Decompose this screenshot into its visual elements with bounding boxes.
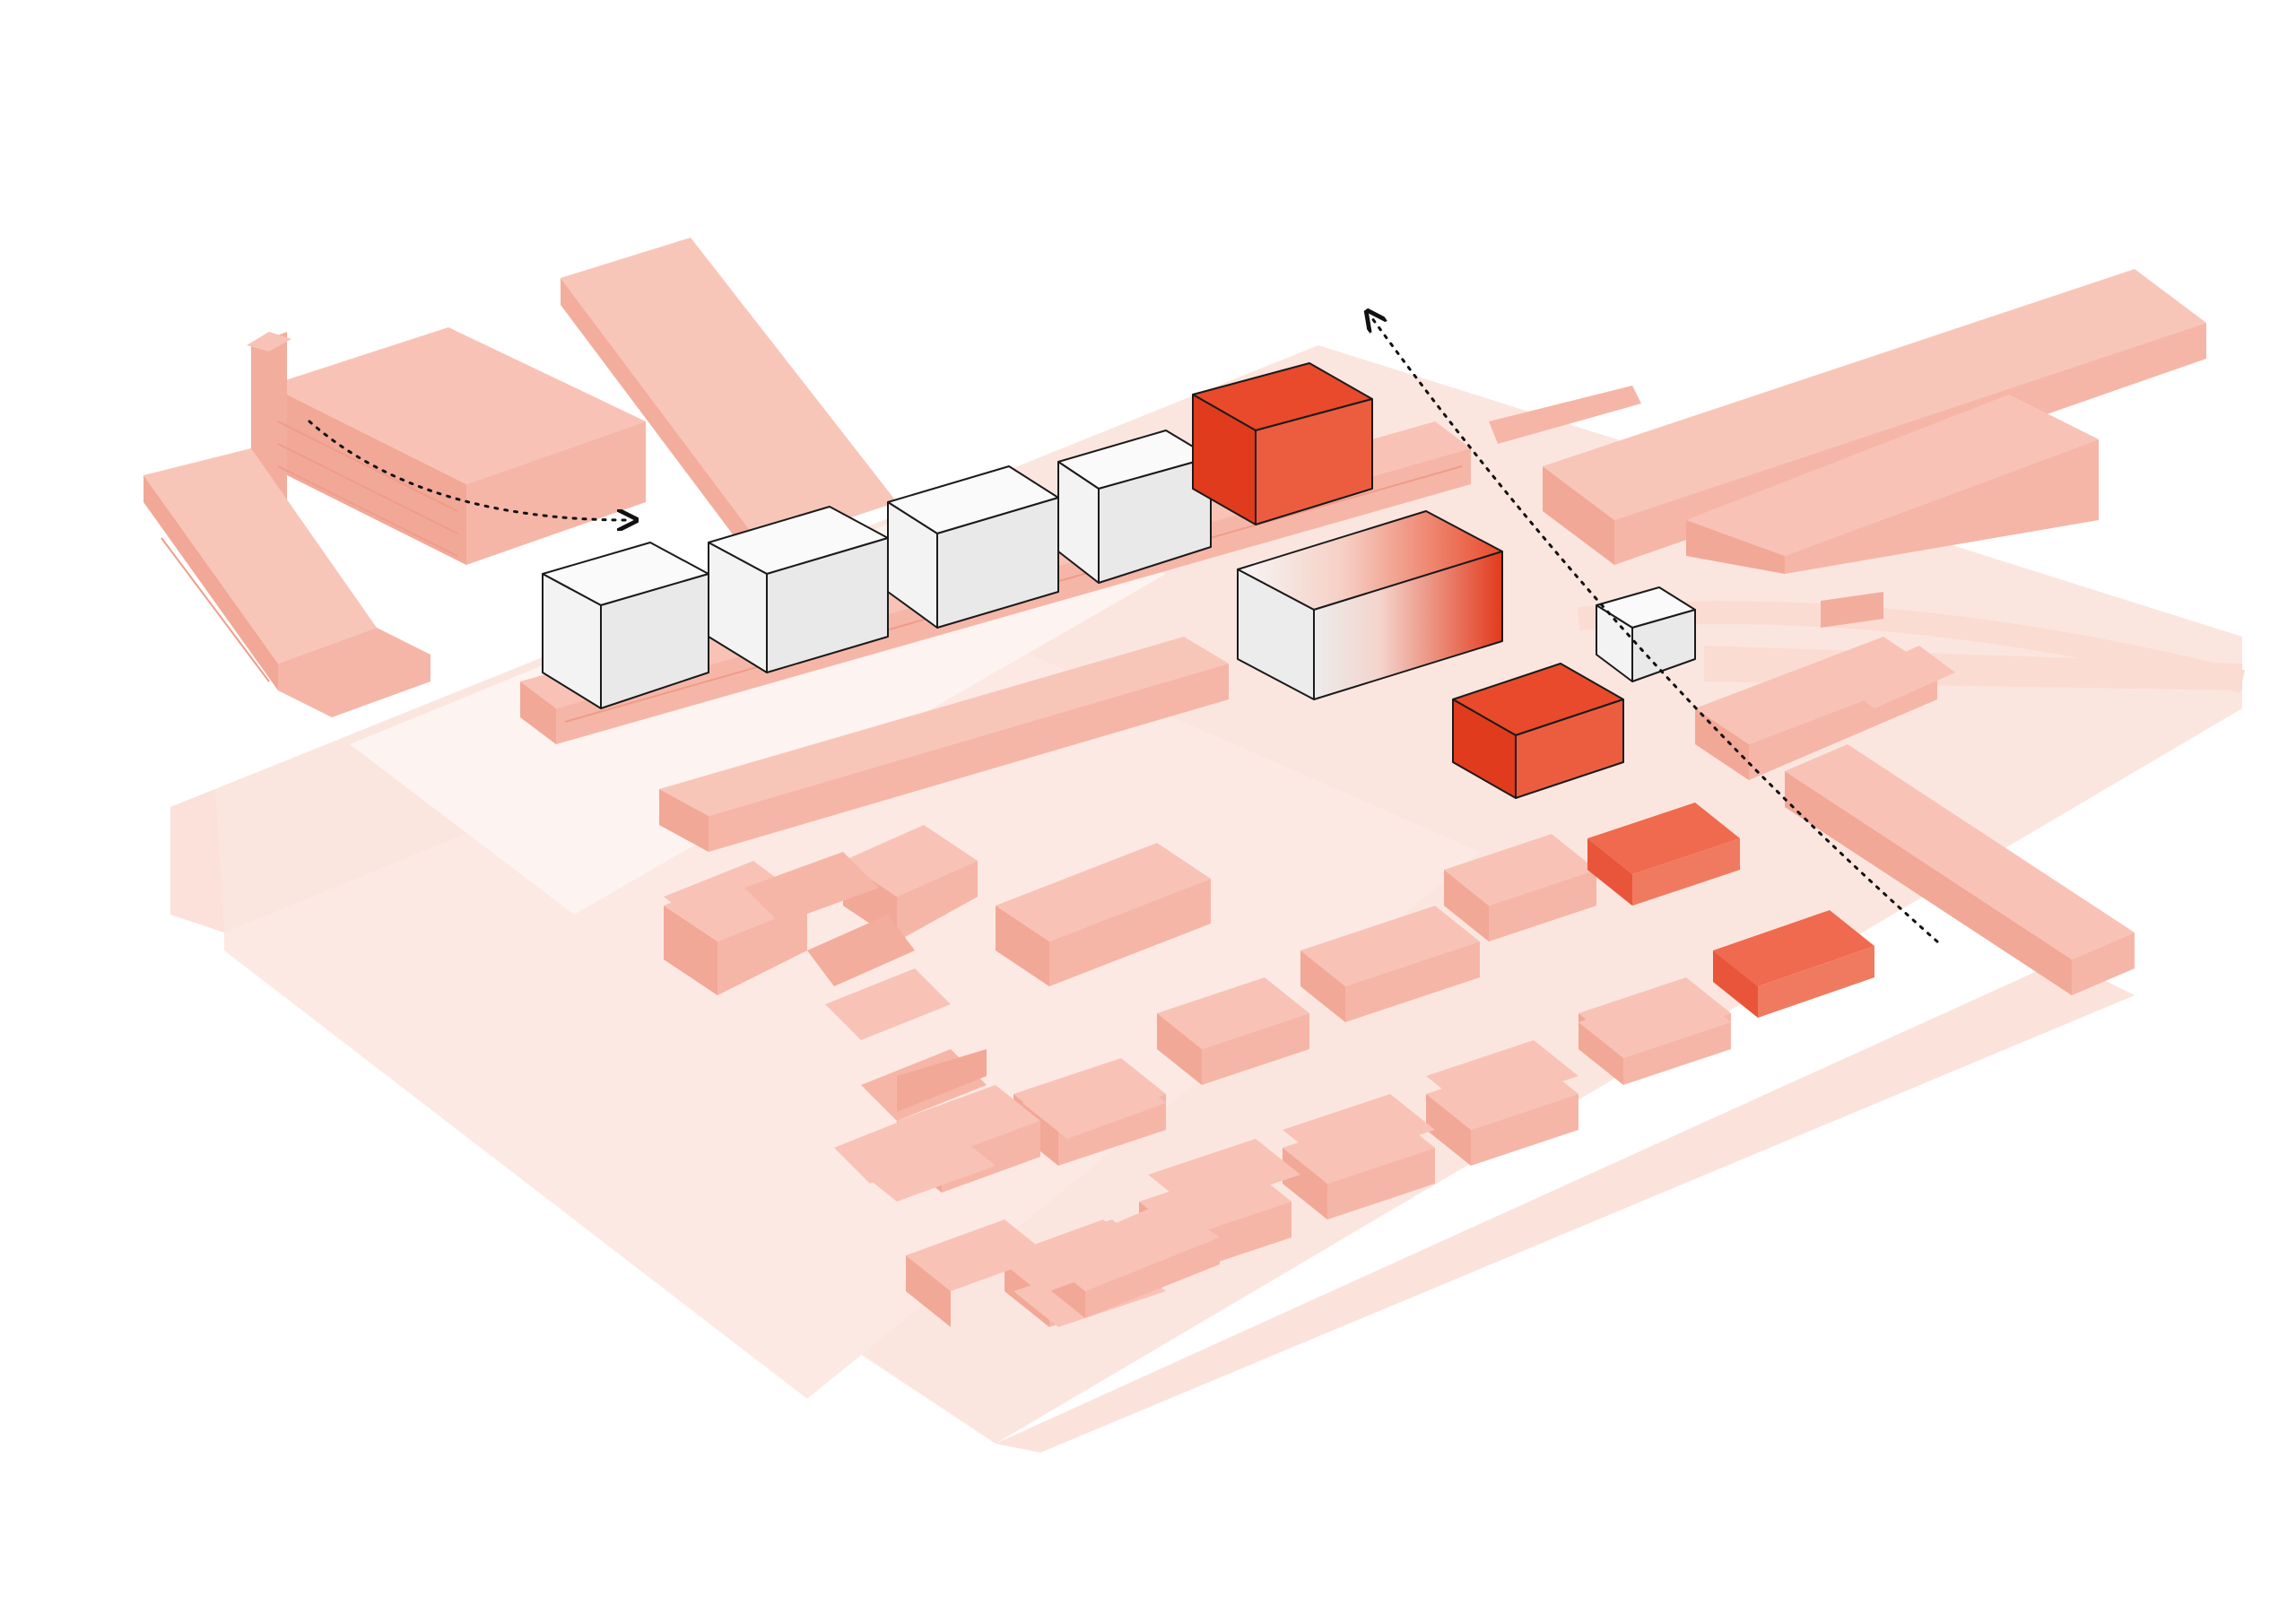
housing-row1-a [843, 825, 978, 897]
east-small-shed [1489, 386, 1641, 444]
gradient-block [1237, 510, 1503, 700]
east-small-block [1821, 592, 1883, 628]
highlighted-context-houses [1587, 803, 1874, 1018]
mill-main-roof [269, 327, 646, 484]
ground-street-left [170, 789, 224, 933]
new-red-volumes [1192, 362, 1624, 799]
mill-south-annex [278, 628, 430, 717]
highlighted-house-2 [1713, 910, 1874, 1018]
housing-long-row-side [709, 664, 1229, 852]
mill-long-shed-side [561, 278, 762, 574]
red-block-row-end [1192, 362, 1373, 525]
new-white-volumes [542, 430, 1696, 709]
highlighted-house-1 [1587, 803, 1740, 906]
mill-long-shed-roof [561, 238, 897, 547]
ground-south-edge [996, 959, 2135, 1453]
east-factory-wing-roof [1686, 395, 2099, 556]
housing-row1-b-side [664, 906, 718, 995]
east-factory-roof [1543, 269, 2206, 520]
context-east-factory [1489, 269, 2206, 628]
housing-row1-b-front [718, 906, 807, 995]
white-block-1 [542, 542, 709, 709]
movement-arrows [308, 318, 1939, 943]
east-factory-wing-side [1785, 439, 2099, 574]
context-mill-complex [144, 238, 897, 717]
housing-south-rows [1004, 986, 1731, 1291]
east-factory-wing-front [1686, 520, 1785, 574]
mill-main-side [466, 421, 646, 565]
white-block-2 [708, 506, 889, 673]
context-housing [659, 637, 2135, 1327]
arrow-north-east [1372, 318, 1939, 943]
mill-window-rows [161, 421, 458, 682]
housing-long-row-front [659, 789, 709, 852]
east-factory-front [1543, 466, 1614, 565]
housing-west-blocks [664, 852, 987, 1184]
white-block-3 [887, 465, 1059, 629]
housing-east-street [1695, 637, 2135, 995]
red-block-small [1452, 663, 1624, 799]
white-block-4 [1057, 430, 1212, 584]
housing-long-row-roof [659, 637, 1229, 816]
mill-west-wing-roof [144, 448, 377, 664]
long-row-front [520, 681, 556, 744]
housing-row1-a-front [897, 861, 978, 942]
white-cube-east [1596, 586, 1696, 682]
mill-west-wing-side [144, 475, 278, 690]
arrow-west-curve [308, 420, 628, 520]
mill-tower-top [247, 332, 291, 352]
